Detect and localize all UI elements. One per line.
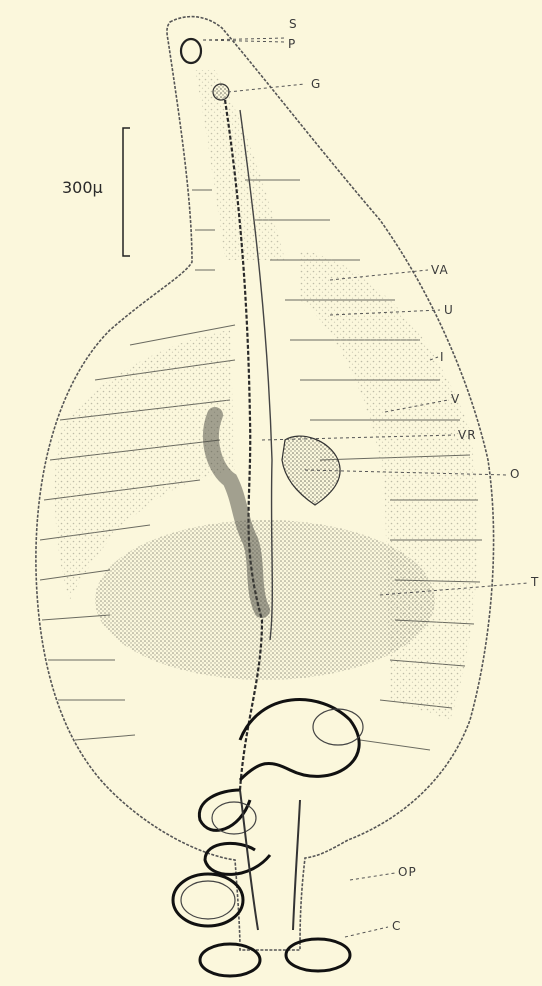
label-u: U bbox=[444, 303, 454, 317]
label-s: S bbox=[289, 17, 298, 31]
label-g: G bbox=[311, 77, 321, 91]
pharynx bbox=[181, 39, 201, 63]
scale-bar bbox=[123, 128, 130, 256]
uterine-loops bbox=[173, 700, 359, 976]
label-i: I bbox=[440, 350, 445, 364]
label-c: C bbox=[392, 919, 401, 933]
label-p: P bbox=[288, 37, 296, 51]
label-vr: VR bbox=[458, 428, 477, 442]
ovipositor bbox=[240, 790, 300, 930]
label-va: VA bbox=[431, 263, 449, 277]
label-op: OP bbox=[398, 865, 417, 879]
eggs bbox=[181, 709, 363, 919]
genital-pore bbox=[213, 84, 229, 100]
label-v: V bbox=[451, 392, 460, 406]
scale-bar-label: 300µ bbox=[62, 178, 103, 197]
label-t: T bbox=[531, 575, 539, 589]
label-o: O bbox=[510, 467, 520, 481]
